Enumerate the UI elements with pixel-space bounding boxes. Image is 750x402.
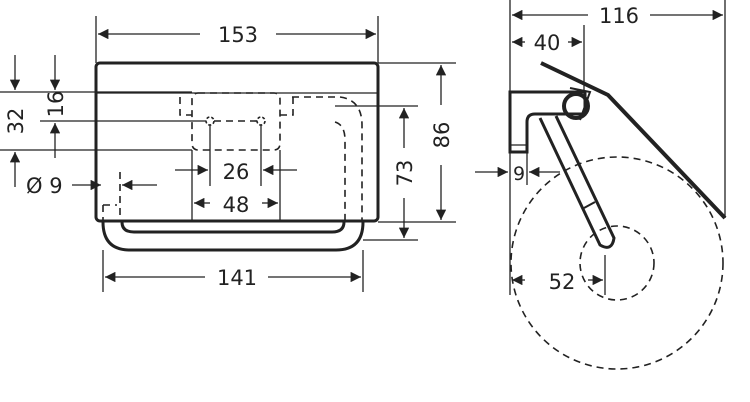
roll-bar [101,221,365,252]
dim-48: 48 [223,193,250,217]
pivot [562,92,590,120]
dim-26: 26 [223,160,250,184]
dim-32: 32 [4,108,28,135]
roll-arm [538,115,616,249]
side-bracket [508,90,587,154]
side-view: 116 40 9 52 [475,0,727,370]
dim-73: 73 [393,160,417,187]
front-view: 153 141 86 73 32 16 26 [0,16,456,292]
dim-141: 141 [217,266,257,290]
holder-body [94,61,380,223]
roll-core [579,225,655,301]
dim-153: 153 [218,23,258,47]
dim-40: 40 [534,31,561,55]
dim-16: 16 [44,91,68,118]
wall-bracket-hidden [191,92,281,151]
dim-52: 52 [549,270,576,294]
dim-116: 116 [599,4,639,28]
roll-outline [510,156,724,370]
dim-9: 9 [513,163,525,185]
dim-86: 86 [430,122,454,149]
lid [540,61,727,220]
dim-hole-diameter: Ø 9 [26,174,63,198]
